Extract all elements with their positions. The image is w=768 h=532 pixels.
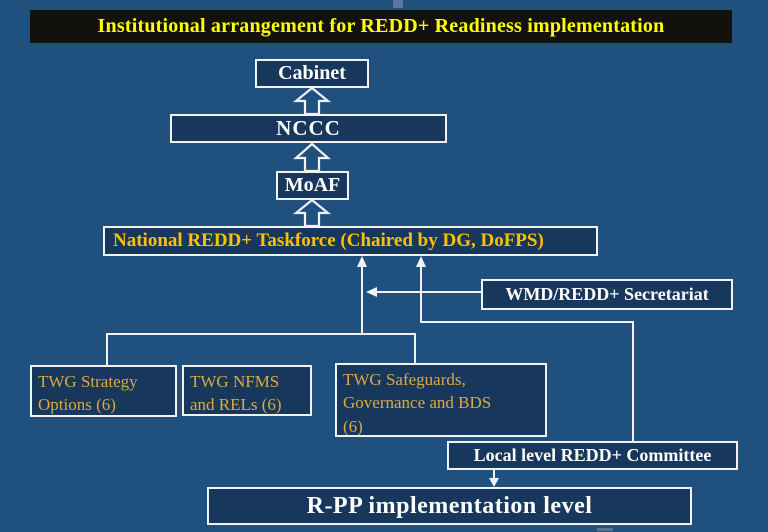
node-cabinet: Cabinet bbox=[255, 59, 369, 88]
twg-riser-arrowhead-icon bbox=[357, 256, 367, 267]
node-twg-strategy-label: TWG Strategy Options (6) bbox=[38, 372, 138, 415]
node-twg-safeguards-label: TWG Safeguards, Governance and BDS (6) bbox=[343, 370, 492, 436]
node-twg-safeguards-governance-bds: TWG Safeguards, Governance and BDS (6) bbox=[335, 363, 547, 437]
slide-title-bar: Institutional arrangement for REDD+ Read… bbox=[30, 10, 732, 43]
node-local-level-redd-committee: Local level REDD+ Committee bbox=[447, 441, 738, 470]
node-twg-nfms-rels: TWG NFMS and RELs (6) bbox=[182, 365, 312, 416]
node-twg-nfms-label: TWG NFMS and RELs (6) bbox=[190, 372, 282, 415]
node-rpp-implementation-level: R-PP implementation level bbox=[207, 487, 692, 525]
committee-to-rpp-arrowhead-icon bbox=[489, 478, 499, 487]
node-twg-strategy-options: TWG Strategy Options (6) bbox=[30, 365, 177, 417]
node-taskforce-label: National REDD+ Taskforce (Chaired by DG,… bbox=[113, 230, 544, 251]
block-arrow-taskforce-to-moaf bbox=[292, 198, 332, 228]
twg-bracket-line bbox=[106, 333, 416, 365]
smudge-artifact bbox=[597, 528, 613, 531]
node-secretariat-label: WMD/REDD+ Secretariat bbox=[505, 284, 709, 304]
block-arrow-moaf-to-nccc bbox=[293, 142, 331, 173]
node-moaf-label: MoAF bbox=[284, 174, 341, 196]
node-nccc: NCCC bbox=[170, 114, 447, 143]
node-rpp-label: R-PP implementation level bbox=[306, 492, 593, 519]
node-nccc-label: NCCC bbox=[276, 116, 341, 140]
node-moaf: MoAF bbox=[276, 171, 349, 200]
slide-title: Institutional arrangement for REDD+ Read… bbox=[97, 15, 665, 37]
node-cabinet-label: Cabinet bbox=[278, 62, 346, 84]
cursor-artifact bbox=[393, 0, 403, 8]
secretariat-arrowhead-icon bbox=[366, 287, 377, 297]
node-national-redd-taskforce: National REDD+ Taskforce (Chaired by DG,… bbox=[103, 226, 598, 256]
node-committee-label: Local level REDD+ Committee bbox=[473, 445, 712, 465]
node-wmd-redd-secretariat: WMD/REDD+ Secretariat bbox=[481, 279, 733, 310]
block-arrow-nccc-to-cabinet bbox=[292, 86, 332, 116]
committee-riser-arrowhead-icon bbox=[416, 256, 426, 267]
